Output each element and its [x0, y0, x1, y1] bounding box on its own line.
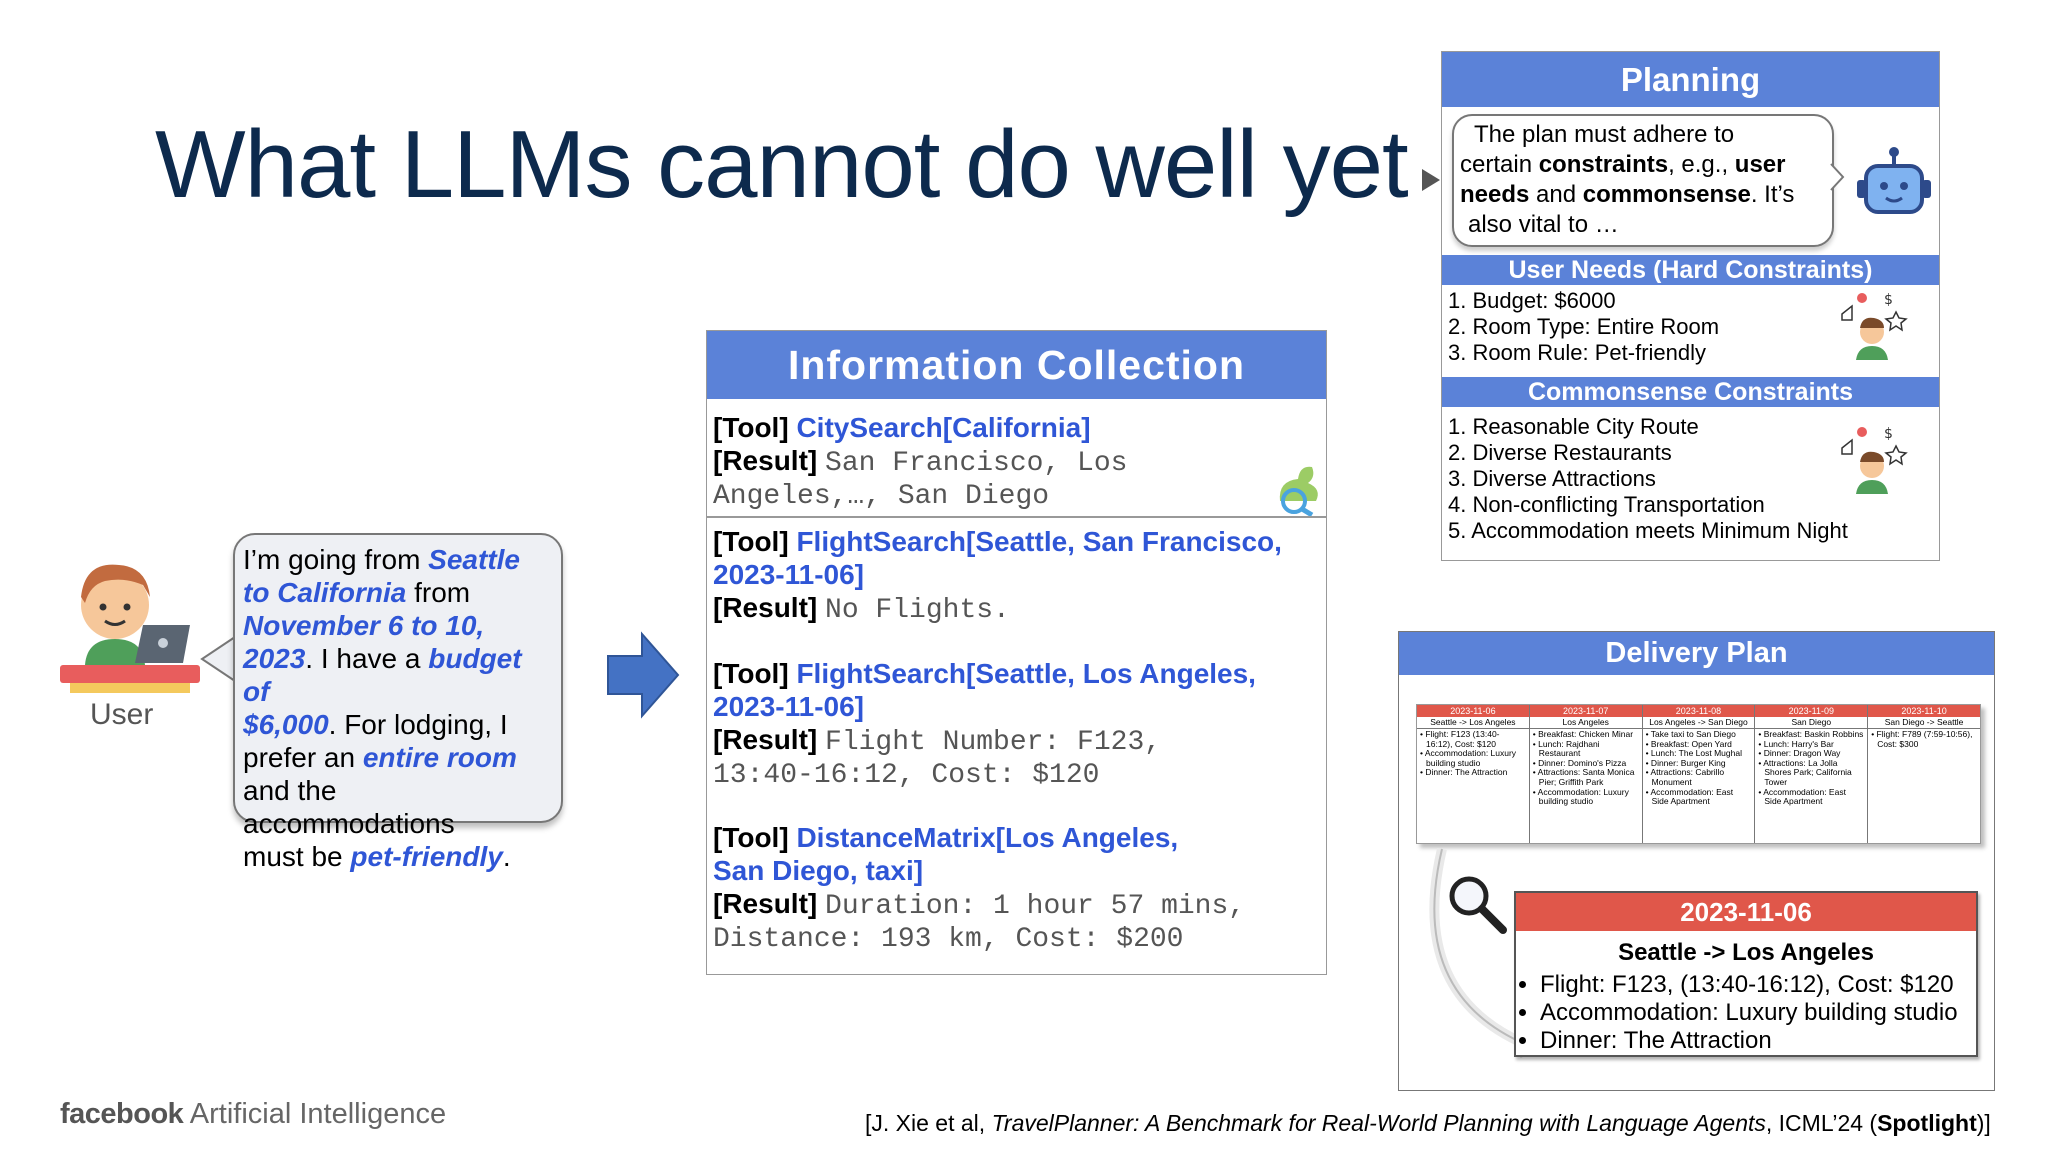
user-label: User	[90, 698, 154, 731]
planning-bubble: The plan must adhere to certain constrai…	[1452, 114, 1834, 247]
list-item: • Flight: F789 (7:59-10:56), Cost: $300	[1871, 729, 1973, 749]
day-route: San Diego	[1755, 717, 1868, 729]
tool-call-city-search: [Tool] CitySearch[California] [Result] S…	[713, 412, 1128, 512]
commonsense-header: Commonsense Constraints	[1442, 377, 1939, 407]
user-needs-header: User Needs (Hard Constraints)	[1442, 255, 1939, 285]
list-item: 1. Reasonable City Route	[1448, 414, 1699, 439]
robot-icon	[1857, 147, 1931, 214]
user-message-bubble: I’m going from Seattle to California fro…	[233, 533, 563, 872]
day-route: Los Angeles	[1529, 717, 1642, 729]
list-item: 3. Room Rule: Pet-friendly	[1448, 340, 1706, 365]
right-arrow-icon	[607, 631, 680, 719]
list-item: 3. Diverse Attractions	[1448, 466, 1656, 491]
planning-header: Planning	[1442, 52, 1939, 107]
list-item: 2. Diverse Restaurants	[1448, 440, 1672, 465]
list-item: • Attractions: La Jolla Shores Park; Cal…	[1758, 757, 1852, 787]
search-tool-icon	[1279, 466, 1318, 516]
footer-brand: facebook	[60, 1098, 184, 1130]
list-item: • Breakfast: Chicken Minar	[1532, 729, 1634, 739]
day-date: 2023-11-06	[1417, 705, 1529, 717]
list-item: • Lunch: Rajdhani Restaurant	[1532, 738, 1600, 759]
citation: [J. Xie et al, TravelPlanner: A Benchmar…	[865, 1110, 1991, 1136]
list-item: • Accommodation: East Side Apartment	[1645, 786, 1734, 807]
day-route: San Diego -> Seattle	[1868, 717, 1980, 729]
planning-bubble-tail-icon	[1830, 163, 1845, 191]
list-item: 1. Budget: $6000	[1448, 288, 1616, 313]
list-item: 2. Room Type: Entire Room	[1448, 314, 1720, 339]
information-collection-panel: Information Collection [Tool] CitySearch…	[706, 330, 1327, 975]
svg-text:$: $	[1884, 292, 1893, 308]
list-item: • Attractions: Cabrillo Monument	[1645, 767, 1725, 787]
list-item: 5. Accommodation meets Minimum Night	[1448, 518, 1848, 543]
tool-call-flight-search-1: [Tool] FlightSearch[Seattle, San Francis…	[713, 526, 1282, 626]
list-item: • Dinner: The Attraction	[1420, 767, 1508, 778]
day-date: 2023-11-09	[1755, 705, 1868, 717]
list-item: • Dinner: Domino's Pizza	[1532, 757, 1627, 768]
list-item: Dinner: The Attraction	[1540, 1027, 1976, 1055]
zoom-route: Seattle -> Los Angeles	[1618, 939, 1874, 966]
person-thinking-icon: $	[1841, 426, 1908, 494]
zoom-date: 2023-11-06	[1516, 893, 1976, 931]
zoomed-day-card: 2023-11-06 Seattle -> Los Angeles Flight…	[1514, 891, 1978, 1057]
list-item: • Attractions: Santa Monica Pier; Griffi…	[1532, 767, 1635, 787]
list-item: • Breakfast: Open Yard	[1645, 738, 1732, 749]
commonsense-list: 1. Reasonable City Route 2. Diverse Rest…	[1448, 414, 1848, 544]
user-needs-list: 1. Budget: $6000 2. Room Type: Entire Ro…	[1448, 288, 1719, 366]
footer-logo: facebook Artificial Intelligence	[60, 1098, 446, 1131]
slide-title: What LLMs cannot do well yet	[155, 111, 1409, 218]
list-item: • Lunch: The Lost Mughal	[1645, 748, 1742, 759]
list-item: • Lunch: Harry's Bar	[1758, 738, 1834, 749]
day-date: 2023-11-07	[1529, 705, 1642, 717]
list-item: • Accommodation: Luxury building studio	[1420, 748, 1517, 768]
user-avatar-icon	[60, 564, 200, 693]
day-date: 2023-11-08	[1642, 705, 1755, 717]
list-item: • Accommodation: Luxury building studio	[1532, 786, 1629, 807]
list-item: • Breakfast: Baskin Robbins	[1758, 729, 1864, 739]
planning-panel: Planning The plan must adhere to certain…	[1441, 51, 1940, 561]
tool-call-flight-search-2: [Tool] FlightSearch[Seattle, Los Angeles…	[713, 658, 1256, 791]
day-route: Los Angeles -> San Diego	[1642, 717, 1755, 729]
list-item: • Flight: F123 (13:40-16:12), Cost: $120	[1420, 729, 1500, 749]
list-item: Accommodation: Luxury building studio	[1540, 999, 1976, 1027]
magnifier-icon	[1449, 876, 1507, 934]
list-item: Flight: F123, (13:40-16:12), Cost: $120	[1540, 971, 1976, 999]
tool-call-distance-matrix: [Tool] DistanceMatrix[Los Angeles, San D…	[713, 822, 1246, 955]
list-item: 4. Non-conflicting Transportation	[1448, 492, 1765, 517]
bubble-tail-icon	[200, 636, 236, 682]
info-header: Information Collection	[707, 331, 1326, 399]
footer-text: Artificial Intelligence	[189, 1098, 447, 1130]
list-item: • Take taxi to San Diego	[1645, 729, 1736, 739]
list-item: • Dinner: Dragon Way	[1758, 748, 1841, 759]
connector-arrow-icon	[1422, 169, 1440, 191]
list-item: • Dinner: Burger King	[1645, 757, 1726, 768]
day-route: Seattle -> Los Angeles	[1417, 717, 1529, 729]
day-date: 2023-11-10	[1868, 705, 1980, 717]
list-item: • Accommodation: East Side Apartment	[1758, 786, 1846, 807]
svg-text:$: $	[1884, 426, 1893, 442]
delivery-header: Delivery Plan	[1399, 632, 1994, 675]
person-thinking-icon: $	[1841, 292, 1908, 360]
